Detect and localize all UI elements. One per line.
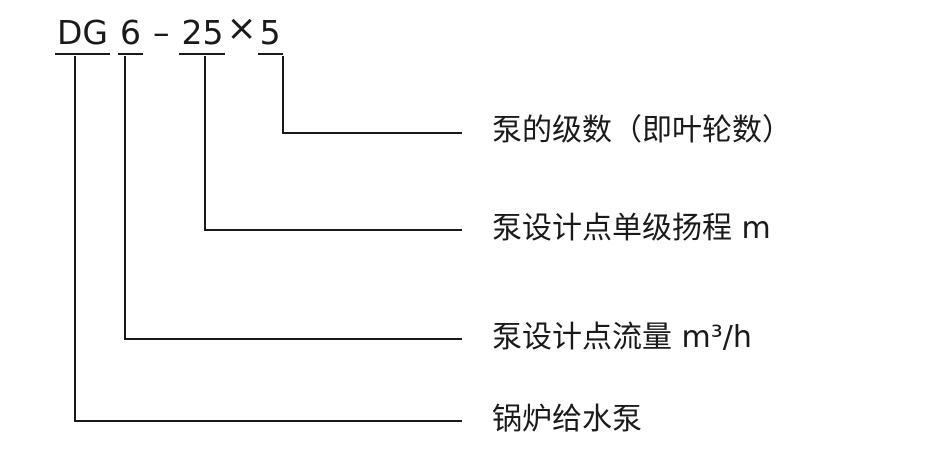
model-code-series: DG [55, 14, 110, 55]
callout-stages: 泵的级数（即叶轮数） [492, 113, 792, 148]
connector-line-head [204, 56, 462, 231]
multiply-sign: × [226, 8, 257, 49]
connector-line-stages [282, 56, 462, 134]
callout-head: 泵设计点单级扬程 m [492, 211, 771, 246]
callout-series: 锅炉给水泵 [492, 402, 642, 437]
model-code: DG 6 – 25 × 5 [55, 8, 283, 55]
callout-flow: 泵设计点流量 m³/h [492, 320, 752, 355]
model-code-flow: 6 [117, 14, 143, 55]
connector-line-series [74, 56, 462, 422]
dash-sign: – [152, 13, 170, 52]
model-code-head: 25 [179, 14, 226, 55]
connector-line-flow [124, 56, 462, 340]
model-code-stages: 5 [257, 14, 283, 55]
